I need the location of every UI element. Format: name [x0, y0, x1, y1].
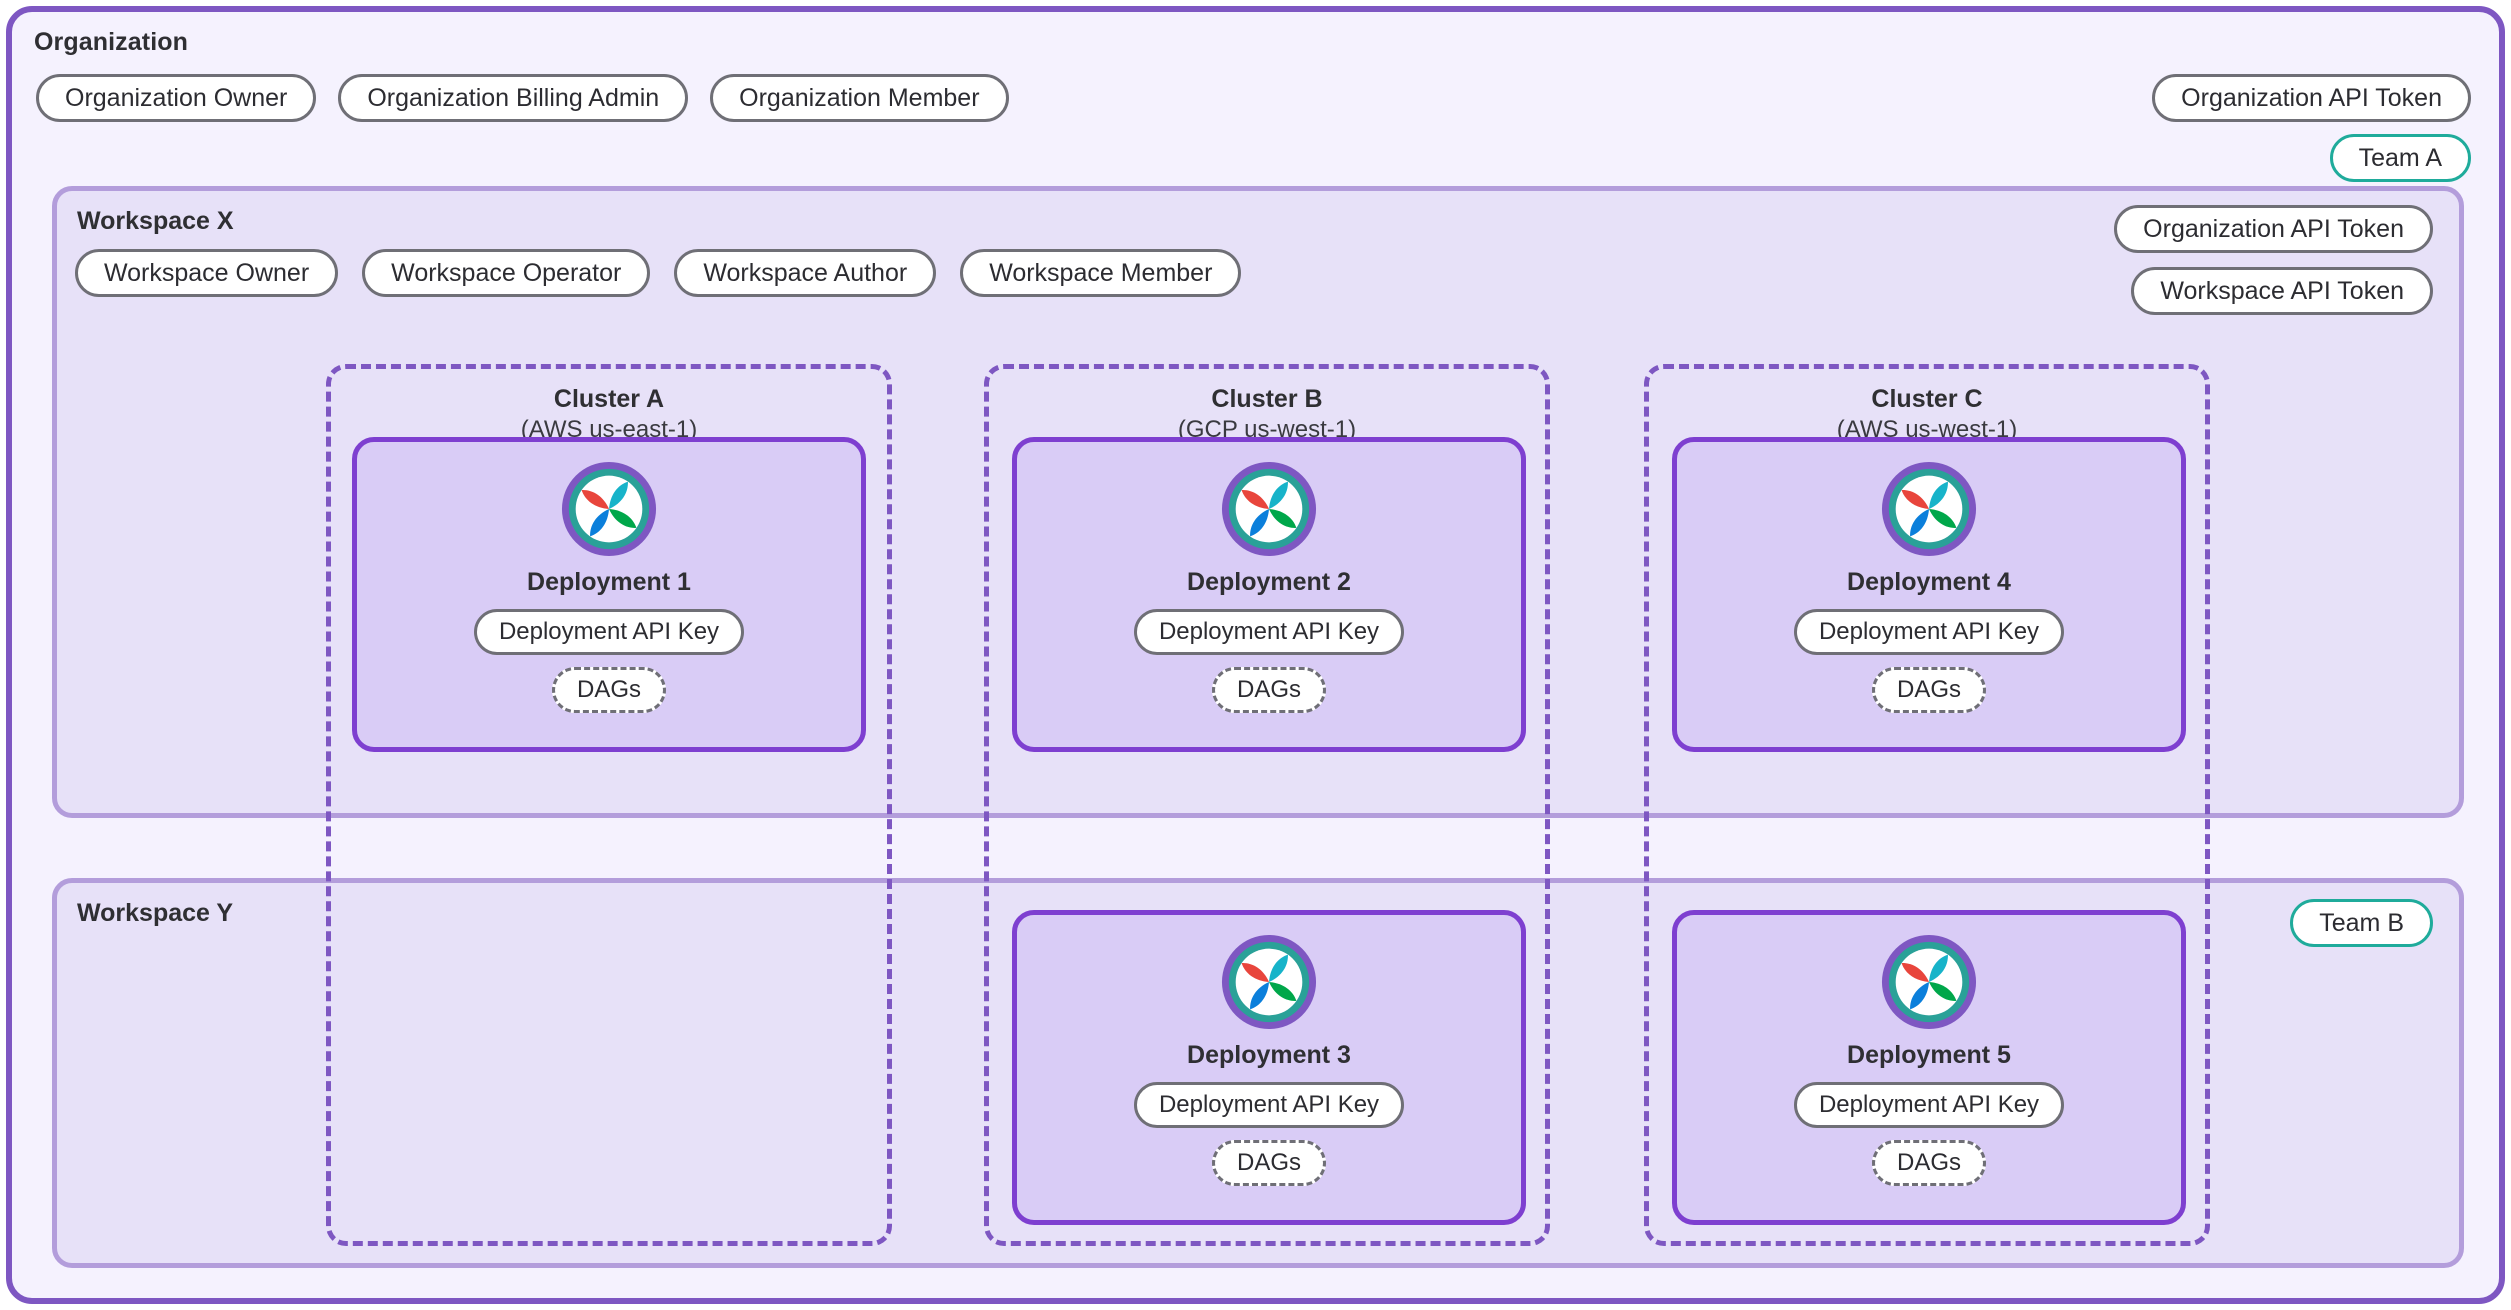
organization-tokens-and-team: Organization API Token Team A — [2152, 74, 2471, 182]
deployment-5-api-key-pill[interactable]: Deployment API Key — [1793, 1082, 2065, 1128]
ws-role-operator[interactable]: Workspace Operator — [362, 249, 651, 297]
airflow-pinwheel-icon — [1220, 460, 1318, 558]
deployment-4-name: Deployment 4 — [1847, 568, 2011, 596]
deployment-3-dags-pill[interactable]: DAGs — [1211, 1140, 1326, 1186]
ws-role-owner[interactable]: Workspace Owner — [75, 249, 339, 297]
deployment-5-name: Deployment 5 — [1847, 1041, 2011, 1069]
organization-container: Organization Organization Owner Organiza… — [6, 6, 2505, 1304]
workspace-y-title: Workspace Y — [77, 899, 234, 927]
org-role-member[interactable]: Organization Member — [710, 74, 1009, 122]
airflow-pinwheel-icon — [1220, 933, 1318, 1031]
workspace-y-team: Team B — [2290, 899, 2433, 947]
deployment-3-api-key-pill[interactable]: Deployment API Key — [1133, 1082, 1405, 1128]
deployment-5-dags-pill[interactable]: DAGs — [1871, 1140, 1986, 1186]
deployment-1-name: Deployment 1 — [527, 568, 691, 596]
deployment-2-api-key-pill[interactable]: Deployment API Key — [1133, 609, 1405, 655]
workspace-x-tokens: Organization API Token Workspace API Tok… — [2114, 205, 2433, 315]
org-api-token-pill[interactable]: Organization API Token — [2152, 74, 2471, 122]
team-b-badge[interactable]: Team B — [2290, 899, 2433, 947]
org-role-billing-admin[interactable]: Organization Billing Admin — [338, 74, 689, 122]
deployment-2-dags-pill[interactable]: DAGs — [1211, 667, 1326, 713]
ws-org-api-token-pill[interactable]: Organization API Token — [2114, 205, 2433, 253]
deployment-2-name: Deployment 2 — [1187, 568, 1351, 596]
ws-workspace-api-token-pill[interactable]: Workspace API Token — [2131, 267, 2433, 315]
ws-role-member[interactable]: Workspace Member — [960, 249, 1242, 297]
airflow-pinwheel-icon — [1880, 933, 1978, 1031]
workspace-x-roles: Workspace Owner Workspace Operator Works… — [75, 249, 1242, 297]
deployment-2-card[interactable]: Deployment 2 Deployment API Key DAGs — [1012, 437, 1526, 752]
deployment-1-card[interactable]: Deployment 1 Deployment API Key DAGs — [352, 437, 866, 752]
airflow-pinwheel-icon — [1880, 460, 1978, 558]
workspace-x-title: Workspace X — [77, 207, 234, 235]
deployment-1-dags-pill[interactable]: DAGs — [551, 667, 666, 713]
deployment-4-api-key-pill[interactable]: Deployment API Key — [1793, 609, 2065, 655]
deployment-4-card[interactable]: Deployment 4 Deployment API Key DAGs — [1672, 437, 2186, 752]
org-role-owner[interactable]: Organization Owner — [36, 74, 317, 122]
ws-role-author[interactable]: Workspace Author — [674, 249, 937, 297]
deployment-4-dags-pill[interactable]: DAGs — [1871, 667, 1986, 713]
team-a-badge[interactable]: Team A — [2329, 134, 2471, 182]
deployment-3-name: Deployment 3 — [1187, 1041, 1351, 1069]
organization-title: Organization — [34, 28, 188, 56]
organization-roles: Organization Owner Organization Billing … — [36, 74, 1009, 122]
deployment-3-card[interactable]: Deployment 3 Deployment API Key DAGs — [1012, 910, 1526, 1225]
airflow-pinwheel-icon — [560, 460, 658, 558]
deployment-5-card[interactable]: Deployment 5 Deployment API Key DAGs — [1672, 910, 2186, 1225]
deployment-1-api-key-pill[interactable]: Deployment API Key — [473, 609, 745, 655]
